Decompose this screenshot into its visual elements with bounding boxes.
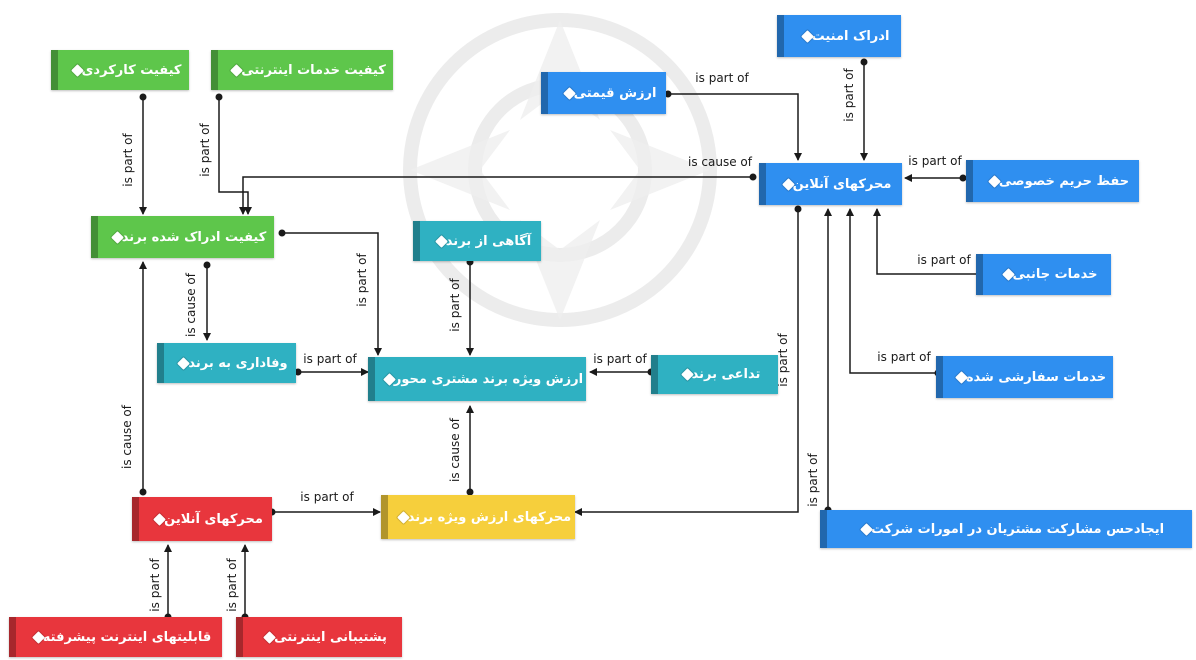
node-advanced-internet-capabilities[interactable]: قابلیتهای اینترنت پیشرفته [9,617,222,657]
node-label: آگاهی از برند [445,233,532,249]
edge-label: is part of [842,68,856,122]
node-internet-support[interactable]: پشتیبانی اینترنتی [236,617,402,657]
node-online-drivers-blue[interactable]: محرکهای آنلاین [759,163,902,205]
node-label: محرکهای ارزش ویژه برند [407,509,572,525]
edge-label: is part of [695,71,749,85]
node-monetary-value[interactable]: ارزش قیمتی [541,72,666,114]
node-label: کیفیت ادراک شده برند [121,229,267,245]
edge-label: is part of [806,453,820,507]
edge-label: is part of [355,253,369,307]
edge-internetservices-to-perceived [218,97,252,215]
node-brand-association[interactable]: تداعی برند [651,355,778,394]
edge-monetary-to-online-blue [668,93,802,161]
node-privacy-protection[interactable]: حفظ حریم خصوصی [966,160,1139,202]
node-online-drivers-red[interactable]: محرکهای آنلاین [132,497,272,541]
node-label: کیفیت خدمات اینترنتی [241,62,386,78]
edge-label: is part of [593,352,647,366]
edge-label: is part of [121,133,135,187]
node-brand-loyalty[interactable]: وفاداری به برند [157,343,296,383]
node-label: تداعی برند [691,367,761,382]
edge-side-to-online-blue [873,208,983,275]
edge-label: is cause of [184,273,198,337]
edge-label: is part of [448,278,462,332]
edge-label: is part of [776,333,790,387]
edge-online-blue-to-drivers [574,209,799,516]
node-label: محرکهای آنلاین [792,176,892,192]
edge-online-blue-to-perceived [239,176,753,215]
edge-label: is cause of [120,405,134,469]
edge-label: is part of [300,490,354,504]
node-label: ایجادحس مشارکت مشتریان در امورات شرکت [870,521,1165,537]
edge-perceived-to-equity [282,232,382,356]
edge-label: is part of [225,558,239,612]
node-label: ارزش ویژه برند مشتری محور [393,371,584,387]
edge-label: is part of [917,253,971,267]
node-security-perception[interactable]: ادراک امنیت [777,15,901,57]
edge-label: is part of [148,558,162,612]
node-label: قابلیتهای اینترنت پیشرفته [42,629,212,645]
node-label: ارزش قیمتی [573,85,657,101]
node-customer-participation[interactable]: ایجادحس مشارکت مشتریان در امورات شرکت [820,510,1192,548]
node-label: ادراک امنیت [811,28,890,44]
node-brand-equity-drivers[interactable]: محرکهای ارزش ویژه برند [381,495,575,539]
node-label: حفظ حریم خصوصی [998,173,1130,189]
node-customized-services[interactable]: خدمات سفارشی شده [936,356,1113,398]
node-internet-services-quality[interactable]: کیفیت خدمات اینترنتی [211,50,393,90]
node-label: کیفیت کارکردی [81,62,182,78]
edge-customized-to-online-blue [846,208,938,374]
node-label: خدمات سفارشی شده [965,369,1107,385]
node-side-services[interactable]: خدمات جانبی [976,254,1111,295]
edge-label: is part of [198,123,212,177]
node-brand-awareness[interactable]: آگاهی از برند [413,221,541,261]
node-label: وفاداری به برند [188,355,288,371]
edge-label: is cause of [448,418,462,482]
node-label: پشتیبانی اینترنتی [274,629,387,645]
node-functional-quality[interactable]: کیفیت کارکردی [51,50,189,90]
edge-label: is part of [877,350,931,364]
node-perceived-brand-quality[interactable]: کیفیت ادراک شده برند [91,216,274,258]
edge-label: is part of [303,352,357,366]
node-customer-based-brand-equity[interactable]: ارزش ویژه برند مشتری محور [368,357,586,401]
edge-label: is cause of [688,155,752,169]
node-label: خدمات جانبی [1012,267,1098,282]
node-label: محرکهای آنلاین [164,511,263,527]
edge-label: is part of [908,154,962,168]
